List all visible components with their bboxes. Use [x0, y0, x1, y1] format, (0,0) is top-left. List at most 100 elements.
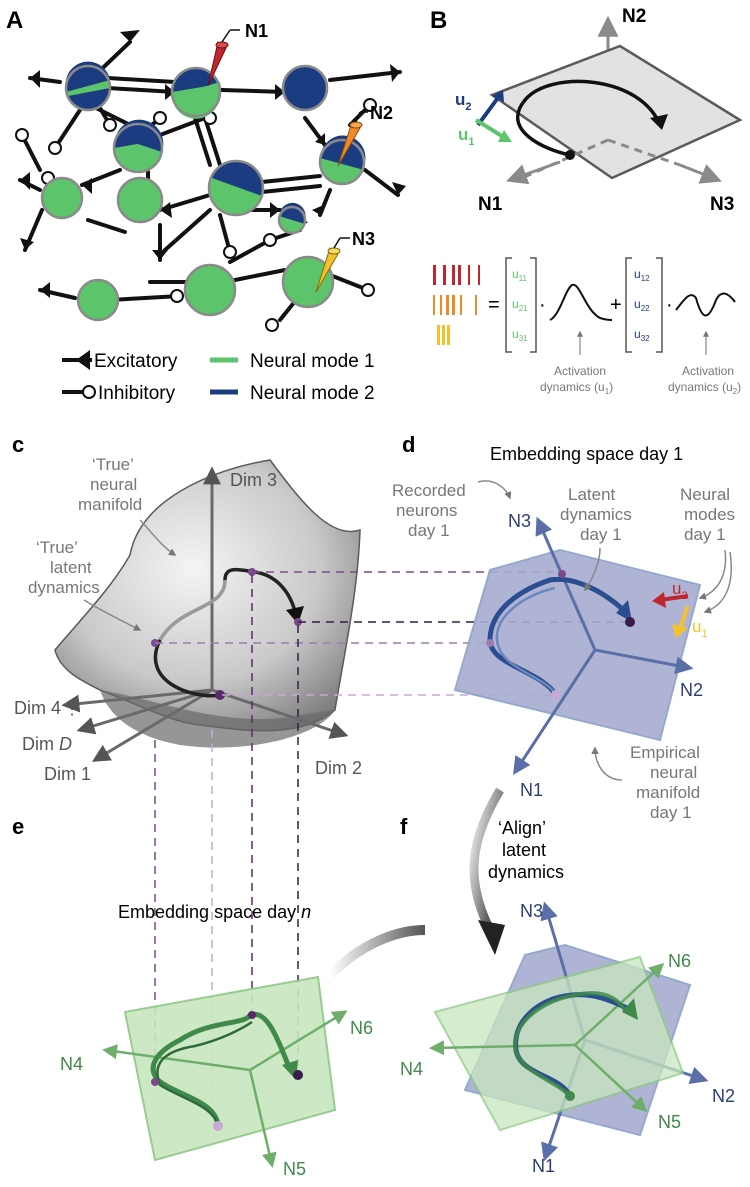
b-u2-label: u2 — [455, 90, 472, 113]
d-axis-n3: N3 — [508, 511, 531, 531]
b-equals: = — [488, 294, 500, 316]
b-m1-r2: u21 — [512, 297, 528, 313]
b-m2-r2: u22 — [634, 297, 650, 313]
panel-d-letter: d — [402, 432, 415, 457]
b-m2-r3: u32 — [634, 327, 650, 343]
d-empirical-label-2: neural — [650, 763, 697, 782]
b-activation-2 — [675, 292, 736, 317]
electrode-n3-label: N3 — [352, 229, 375, 249]
d-to-f-arrow — [469, 787, 504, 933]
panel-f-letter: f — [400, 814, 408, 839]
f-axis-n2: N2 — [712, 1086, 735, 1106]
d-axis-n2: N2 — [680, 680, 703, 700]
neurons-mode1 — [40, 176, 237, 322]
c-axis-dimD: Dim D — [22, 734, 72, 754]
b-caption2-line1: Activation — [682, 364, 734, 378]
d-title: Embedding space day 1 — [490, 444, 683, 464]
f-axis-n5: N5 — [658, 1112, 681, 1132]
panel-e-letter: e — [12, 814, 24, 839]
b-caption2-line2: dynamics (u2) — [668, 380, 741, 396]
c-axis-dim1: Dim 1 — [44, 764, 91, 784]
electrode-n1-label: N1 — [245, 21, 268, 41]
legend-mode1: Neural mode 1 — [250, 351, 375, 372]
e-axis-n5: N5 — [283, 1159, 306, 1179]
b-m2-r1: u12 — [634, 267, 650, 283]
legend-inhibitory: Inhibitory — [98, 383, 176, 404]
e-axis-n6: N6 — [350, 1018, 373, 1038]
b-axis-n3: N3 — [710, 194, 734, 215]
f-axis-n3: N3 — [520, 901, 543, 921]
b-activation-1 — [549, 283, 613, 321]
c-latent-label-1: ‘True’ — [36, 538, 78, 557]
c-axis-dim4: Dim 4 — [14, 698, 61, 718]
b-caption1-line2: dynamics (u1) — [540, 380, 613, 396]
legend-mode2: Neural mode 2 — [250, 383, 375, 404]
c-axis-dim2: Dim 2 — [315, 758, 362, 778]
d-recorded-label-1: Recorded — [392, 481, 466, 500]
legend-excitatory: Excitatory — [94, 351, 178, 372]
neurons-mixed — [64, 61, 366, 309]
electrode-n2: N2 — [337, 103, 393, 167]
d-recorded-label-2: neurons — [396, 501, 457, 520]
d-latent-label-1: Latent — [568, 485, 616, 504]
b-u1-label: u1 — [458, 125, 475, 148]
excitatory-synapses — [20, 30, 406, 298]
electrode-n1: N1 — [207, 21, 268, 87]
e-trajectory — [150, 1011, 293, 1126]
d-latent-label-2: dynamics — [560, 505, 632, 524]
panel-c: c Dim 3 Dim 2 Dim 4 ⋮ Dim D Dim 1 ‘True’… — [12, 432, 630, 1125]
panel-b-letter: B — [430, 7, 447, 34]
b-axis-n2: N2 — [622, 6, 646, 27]
d-u2-label: u2 — [672, 579, 688, 602]
legend-a: Excitatory Inhibitory Neural mode 1 Neur… — [62, 350, 375, 404]
c-latent-label-2: latent — [50, 558, 92, 577]
panel-f: f ‘Align’ latent dynamics N3 N2 N1 N6 N4… — [400, 814, 735, 1176]
b-m1-r1: u11 — [512, 267, 528, 283]
d-latent-label-3: day 1 — [580, 525, 622, 544]
b-m1-r3: u31 — [512, 327, 528, 343]
d-u1-label: u1 — [692, 617, 708, 640]
b-dot1: · — [539, 294, 546, 316]
c-manifold-label-1: ‘True’ — [92, 455, 134, 474]
panel-a-letter: A — [6, 7, 23, 34]
f-align-label-1: ‘Align’ — [498, 818, 546, 838]
f-axis-n4: N4 — [400, 1059, 423, 1079]
b-plane — [489, 44, 743, 180]
e-axis-n4: N4 — [60, 1054, 83, 1074]
d-empirical-label-3: manifold — [636, 783, 700, 802]
f-align-label-3: dynamics — [488, 862, 564, 882]
d-modes-label-1: Neural — [680, 485, 730, 504]
f-axis-n6: N6 — [668, 951, 691, 971]
d-points — [486, 570, 635, 700]
d-empirical-label-4: day 1 — [650, 803, 692, 822]
electrode-n3: N3 — [315, 229, 375, 293]
e-to-f-arrow — [326, 925, 426, 979]
d-empirical-label-1: Empirical — [630, 743, 700, 762]
inhibitory-synapses — [15, 98, 377, 332]
c-axis-dim3: Dim 3 — [230, 470, 277, 490]
c-latent-label-3: dynamics — [28, 578, 100, 597]
d-modes-label-2: modes — [684, 505, 735, 524]
f-trajectory-dayn — [512, 991, 627, 1098]
f-align-label-2: latent — [502, 840, 546, 860]
panel-a: A — [6, 7, 406, 404]
electrode-n2-label: N2 — [370, 103, 393, 123]
neurons-mode2 — [281, 64, 329, 112]
b-caption1-line1: Activation — [554, 364, 606, 378]
c-manifold-label-3: manifold — [78, 495, 142, 514]
spike-rasters — [433, 265, 480, 345]
c-manifold-label-2: neural — [90, 475, 137, 494]
d-recorded-label-3: day 1 — [408, 521, 450, 540]
panel-b: B N2 N1 N3 u2 u1 — [430, 6, 743, 396]
d-axis-n1: N1 — [520, 780, 543, 800]
panel-e: e Embedding space day n N4 N6 N5 — [12, 814, 373, 1179]
e-title: Embedding space day n — [118, 902, 311, 922]
panel-c-letter: c — [12, 432, 24, 457]
b-dot2: · — [666, 294, 673, 316]
b-plus: + — [610, 294, 622, 316]
e-points — [151, 1011, 303, 1131]
c-axis-dots: ⋮ — [64, 701, 80, 718]
f-axis-n1: N1 — [532, 1156, 555, 1176]
b-trajectory — [516, 79, 662, 157]
